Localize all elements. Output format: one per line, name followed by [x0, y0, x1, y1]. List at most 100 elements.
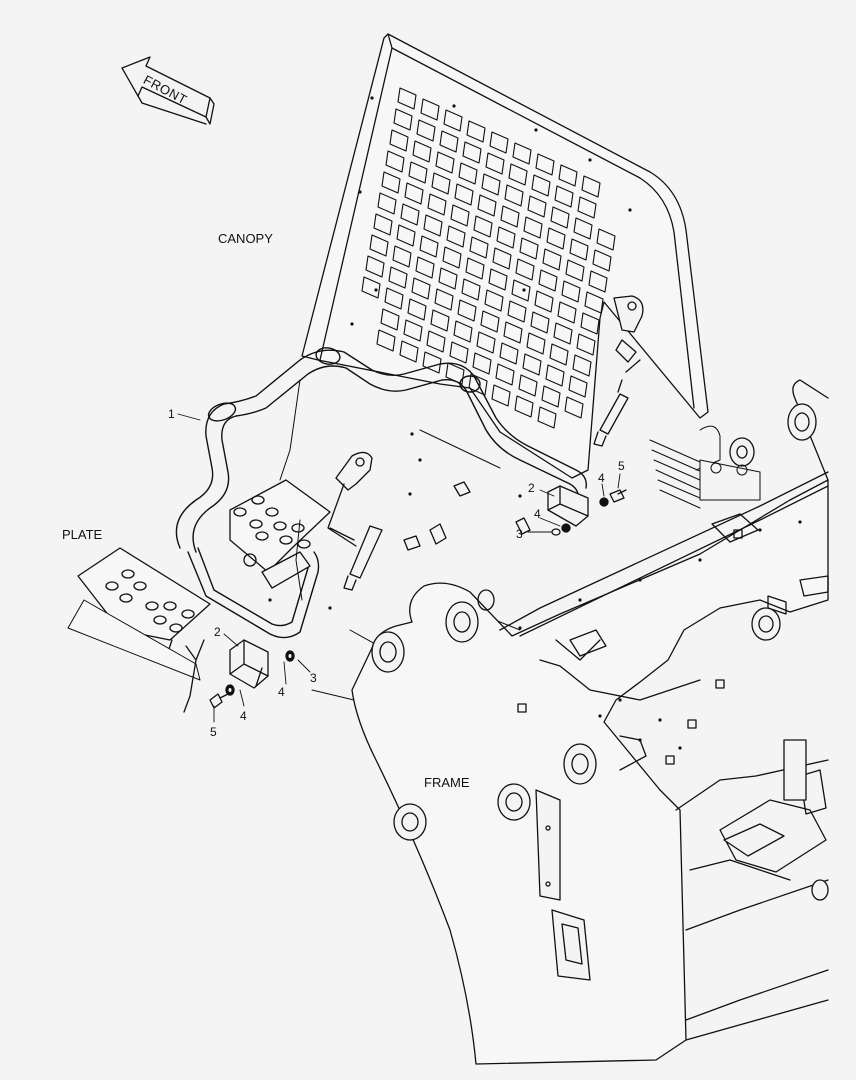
foot-pedal-area — [229, 479, 331, 589]
grille-opening — [454, 183, 474, 206]
grille-opening — [518, 374, 538, 397]
plate-part — [67, 547, 211, 713]
grille-opening — [527, 195, 547, 218]
grille-opening — [465, 257, 485, 280]
callout-5-right: 5 — [618, 459, 625, 473]
callout-3-right: 3 — [516, 527, 523, 541]
grille-opening — [503, 321, 523, 344]
grille-opening — [514, 395, 534, 418]
grille-opening — [480, 310, 500, 333]
front-arrow-icon — [121, 56, 215, 125]
grille-opening — [411, 277, 431, 300]
grille-opening — [535, 153, 555, 176]
grille-opening — [572, 354, 592, 377]
grille-opening — [446, 225, 466, 248]
grille-opening — [396, 224, 416, 247]
callout-1: 1 — [168, 407, 175, 421]
grille-opening — [462, 141, 482, 164]
frame-label: FRAME — [424, 775, 470, 790]
grille-opening — [553, 322, 573, 345]
grille-opening — [561, 280, 581, 303]
grille-opening — [438, 267, 458, 290]
callout-5-left: 5 — [210, 725, 217, 739]
grille-opening — [388, 266, 408, 289]
grille-opening — [545, 364, 565, 387]
gas-strut-left — [327, 451, 383, 591]
frame-bushings — [371, 403, 829, 901]
frame-holes — [268, 432, 802, 750]
grille-opening — [576, 333, 596, 356]
grille-opening — [588, 270, 608, 293]
grille-opening — [369, 234, 389, 257]
callout-2-left: 2 — [214, 625, 221, 639]
grille-opening — [461, 278, 481, 301]
grille-opening — [596, 228, 616, 251]
grille-opening — [389, 129, 409, 152]
grille-opening — [491, 384, 511, 407]
grille-opening — [565, 259, 585, 282]
grille-opening — [511, 279, 531, 302]
grille-opening — [449, 341, 469, 364]
grille-opening — [457, 299, 477, 322]
grille-opening — [554, 185, 574, 208]
grille-opening — [407, 298, 427, 321]
grille-opening — [550, 206, 570, 229]
grille-opening — [538, 269, 558, 292]
grille-opening — [404, 182, 424, 205]
grille-opening — [373, 213, 393, 236]
grille-opening — [573, 217, 593, 240]
grille-opening — [495, 363, 515, 386]
floor-clips — [403, 481, 531, 551]
grille-opening — [568, 375, 588, 398]
grille-opening — [426, 330, 446, 353]
grille-opening — [380, 308, 400, 331]
grille-opening — [569, 238, 589, 261]
grille-opening — [397, 87, 417, 110]
grille-opening — [399, 340, 419, 363]
grille-opening — [365, 255, 385, 278]
grille-opening — [542, 248, 562, 271]
grille-opening — [450, 204, 470, 227]
grille-opening — [477, 194, 497, 217]
grille-opening — [531, 174, 551, 197]
bracket-right — [547, 485, 589, 527]
canopy-label: CANOPY — [218, 231, 273, 246]
grille-opening — [435, 151, 455, 174]
grille-opening — [523, 216, 543, 239]
grille-opening — [581, 175, 601, 198]
grille-opening — [439, 130, 459, 153]
callout-3-left: 3 — [310, 671, 317, 685]
grille-opening — [546, 227, 566, 250]
grille-opening — [515, 258, 535, 281]
grille-opening — [526, 332, 546, 355]
callout-2-right: 2 — [528, 481, 535, 495]
grille-opening — [507, 300, 527, 323]
canopy-grille — [361, 87, 616, 429]
grille-opening — [489, 131, 509, 154]
grille-opening — [549, 343, 569, 366]
grille-opening — [408, 161, 428, 184]
grille-opening — [403, 319, 423, 342]
grille-opening — [400, 203, 420, 226]
grille-opening — [592, 249, 612, 272]
grille-opening — [522, 353, 542, 376]
grille-opening — [492, 247, 512, 270]
grille-opening — [376, 329, 396, 352]
grab-handle — [175, 347, 587, 639]
grille-opening — [466, 120, 486, 143]
grille-opening — [458, 162, 478, 185]
bracket-left — [229, 639, 269, 689]
bolt-left — [209, 693, 229, 709]
grille-opening — [445, 362, 465, 385]
grille-opening — [500, 205, 520, 228]
gas-strut-right — [593, 295, 644, 447]
grille-opening — [484, 289, 504, 312]
grille-opening — [443, 109, 463, 132]
grille-opening — [385, 150, 405, 173]
canopy-holes — [350, 96, 632, 326]
grille-opening — [361, 276, 381, 299]
grille-opening — [377, 192, 397, 215]
grille-opening — [427, 193, 447, 216]
leader-lines — [177, 413, 621, 723]
frame-square-holes — [517, 513, 829, 765]
